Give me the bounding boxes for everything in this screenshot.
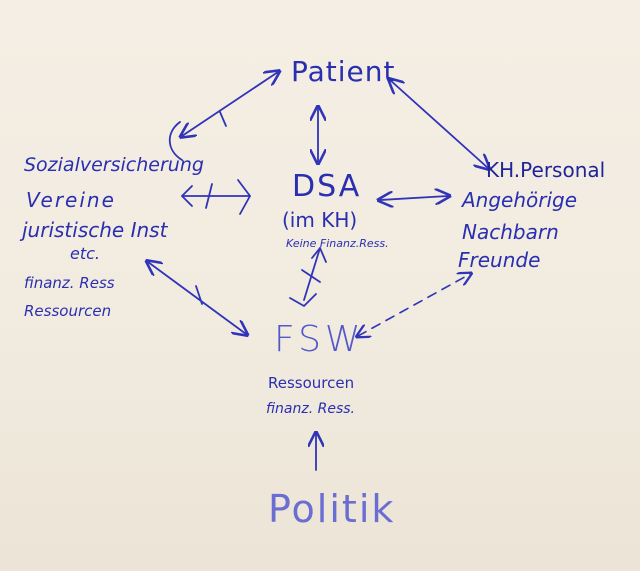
node-patient: Patient xyxy=(291,58,396,86)
arrow-left-group-dsa xyxy=(181,179,251,215)
arrow-dsa-right-group xyxy=(380,196,448,200)
node-dsa-note: Keine Finanz.Ress. xyxy=(286,237,389,250)
right-group-item-1: KH.Personal xyxy=(486,158,606,182)
node-politik-label: Politik xyxy=(268,487,396,531)
left-group-item-4: etc. xyxy=(70,244,100,263)
left-group-item-1: Sozialversicherung xyxy=(24,154,204,176)
node-fsw-financial-resources: finanz. Ress. xyxy=(266,401,355,417)
node-dsa-subtitle: (im KH) xyxy=(282,208,358,232)
arrow-fsw-right-group-dashed xyxy=(358,274,470,336)
left-group-item-5: finanz. Ress xyxy=(24,274,115,292)
node-fsw-resources: Ressourcen xyxy=(268,374,355,392)
left-group-item-2: Vereine xyxy=(26,188,116,212)
node-dsa: DSA xyxy=(292,172,361,202)
right-group-item-2: Angehörige xyxy=(462,188,578,212)
left-group-item-6: Ressourcen xyxy=(24,302,112,320)
right-group-item-4: Freunde xyxy=(458,248,541,272)
node-politik: Politik xyxy=(268,490,395,528)
arrow-left-group-fsw xyxy=(148,262,246,334)
node-patient-label: Patient xyxy=(291,55,396,88)
arrow-patient-left-group xyxy=(168,72,278,161)
node-dsa-label: DSA xyxy=(292,169,362,204)
left-group-item-3: juristische Inst xyxy=(22,218,168,242)
right-group-item-3: Nachbarn xyxy=(462,220,559,244)
node-fsw: FSW xyxy=(274,322,365,358)
node-fsw-label: FSW xyxy=(274,319,365,360)
arrow-dsa-fsw xyxy=(289,247,327,307)
arrow-patient-right-group xyxy=(390,80,488,168)
